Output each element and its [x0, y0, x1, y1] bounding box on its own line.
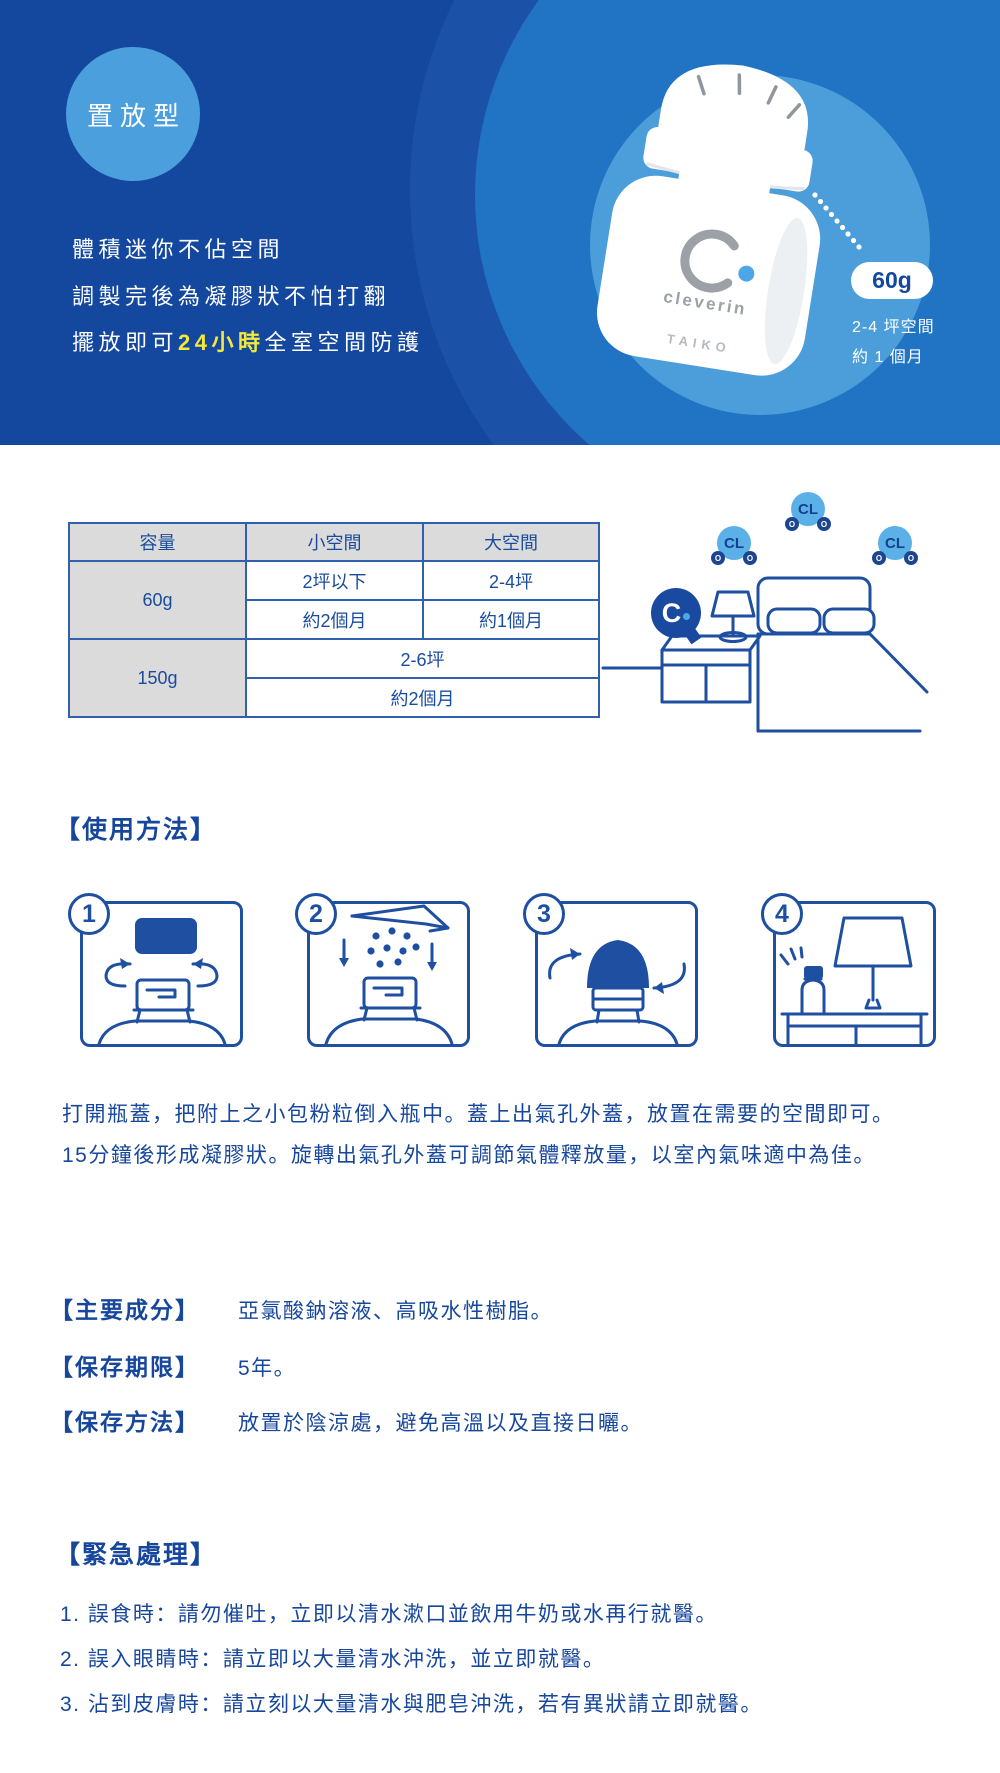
cell-60g-small-area: 2坪以下: [245, 560, 424, 601]
tagline-line-2: 調製完後為凝膠狀不怕打翻: [72, 284, 391, 309]
dotted-pointer-line: [812, 192, 862, 250]
cell-150g: 150g: [68, 638, 247, 718]
usage-description-line-2: 15分鐘後形成凝膠狀。旋轉出氣孔外蓋可調節氣體釋放量，以室內氣味適中為佳。: [62, 1144, 876, 1167]
oxygen-atom: O: [904, 551, 918, 565]
lamp-icon: [710, 590, 756, 643]
step-number-1: 1: [68, 893, 110, 935]
oxygen-atom: O: [785, 517, 799, 531]
size-note-duration: 約 1 個月: [852, 349, 924, 366]
usage-step-2: 2: [295, 893, 470, 1047]
bottle-cap-band: [643, 127, 813, 192]
bottle-body: [596, 175, 821, 376]
tagline-highlight-24h: 24小時: [178, 330, 265, 355]
size-badge: 60g: [851, 262, 933, 299]
tagline-line-3-post: 全室空間防護: [264, 330, 424, 355]
cell-60g-large-area: 2-4坪: [422, 560, 600, 601]
step-number-2: 2: [295, 893, 337, 935]
tagline-line-1: 體積迷你不佔空間: [72, 237, 285, 262]
tagline-line-3: 擺放即可24小時全室空間防護: [72, 325, 424, 357]
cell-60g-large-duration: 約1個月: [422, 599, 600, 640]
usage-step-4: 4: [761, 893, 936, 1047]
size-note-area: 2-4 坪空間: [852, 319, 935, 336]
table-row: 約2個月 約1個月: [69, 599, 600, 640]
storage-row: 【保存方法】 放置於陰涼處，避免高溫以及直接日曬。: [50, 1403, 643, 1437]
cleverin-logo-bubble: C: [651, 588, 701, 638]
bedroom-illustration: [601, 576, 929, 733]
cl-molecule: CL O O: [711, 526, 757, 566]
usage-section-title: 【使用方法】: [55, 816, 218, 844]
shelf-life-value: 5年。: [238, 1357, 297, 1380]
shelf-life-label: 【保存期限】: [50, 1354, 200, 1380]
cl-molecule: CL O O: [872, 526, 918, 566]
usage-step-3: 3: [523, 893, 698, 1047]
cap-vent-slit: [737, 73, 742, 96]
step-number-3: 3: [523, 893, 565, 935]
logo-dot: [683, 612, 691, 620]
oxygen-atom: O: [872, 551, 886, 565]
cell-150g-duration: 約2個月: [245, 677, 600, 718]
ingredients-label: 【主要成分】: [50, 1297, 200, 1323]
bottle-shading: [764, 217, 808, 365]
hero-banner: 置放型 體積迷你不佔空間 調製完後為凝膠狀不怕打翻 擺放即可24小時全室空間防護: [0, 0, 1000, 445]
oxygen-atom: O: [743, 551, 757, 565]
logo-letter: C: [661, 597, 682, 628]
bottle-cap-dome: [657, 64, 809, 155]
ingredients-row: 【主要成分】 亞氯酸鈉溶液、高吸水性樹脂。: [50, 1291, 553, 1325]
storage-label: 【保存方法】: [50, 1409, 200, 1435]
step-4-place-icon: [779, 916, 929, 1044]
emergency-section-title: 【緊急處理】: [55, 1541, 218, 1569]
table-header-row: 容量 小空間 大空間: [68, 522, 600, 562]
usage-description-line-1: 打開瓶蓋，把附上之小包粉粒倒入瓶中。蓋上出氣孔外蓋，放置在需要的空間即可。: [62, 1103, 895, 1126]
step-1-open-cap-icon: [97, 918, 227, 1044]
cl-molecule: CL O O: [785, 492, 831, 532]
header-small-space: 小空間: [245, 522, 424, 562]
table-row: 150g 2-6坪: [68, 638, 600, 718]
capacity-table: 容量 小空間 大空間 60g 2坪以下 2-4坪 約2個月 約1個月 150g …: [68, 522, 600, 718]
cell-150g-area: 2-6坪: [245, 638, 600, 679]
usage-step-1: 1: [68, 893, 243, 1047]
cell-60g: 60g: [68, 560, 247, 640]
cap-vent-slit: [786, 103, 802, 119]
tagline-line-3-pre: 擺放即可: [72, 330, 179, 355]
bed-icon: [756, 576, 929, 733]
header-large-space: 大空間: [422, 522, 600, 562]
header-capacity: 容量: [68, 522, 247, 562]
oxygen-atom: O: [711, 551, 725, 565]
oxygen-atom: O: [817, 517, 831, 531]
storage-value: 放置於陰涼處，避免高溫以及直接日曬。: [238, 1412, 643, 1435]
cell-60g-small-duration: 約2個月: [245, 599, 424, 640]
nightstand-icon: [601, 634, 762, 704]
shelf-life-row: 【保存期限】 5年。: [50, 1348, 296, 1382]
product-type-badge: 置放型: [66, 47, 200, 181]
emergency-item-1: 1. 誤食時：請勿催吐，立即以清水漱口並飲用牛奶或水再行就醫。: [60, 1603, 718, 1626]
emergency-item-3: 3. 沾到皮膚時：請立刻以大量清水與肥皂沖洗，若有異狀請立即就醫。: [60, 1693, 763, 1716]
table-row: 約2個月: [69, 677, 600, 718]
cleverin-c-logo: [680, 229, 744, 293]
table-row: 60g 2坪以下 2-4坪: [68, 560, 600, 640]
ingredients-value: 亞氯酸鈉溶液、高吸水性樹脂。: [238, 1300, 553, 1323]
cap-vent-slit: [766, 85, 778, 105]
step-3-rotate-cap-icon: [548, 940, 686, 1044]
step-2-pour-powder-icon: [324, 904, 454, 1044]
logo-dot: [738, 265, 755, 282]
cap-vent-slit: [696, 74, 706, 96]
step-number-4: 4: [761, 893, 803, 935]
emergency-item-2: 2. 誤入眼睛時：請立即以大量清水沖洗，並立即就醫。: [60, 1648, 606, 1671]
product-bottle-image: cleverin TAIKO: [596, 64, 821, 376]
